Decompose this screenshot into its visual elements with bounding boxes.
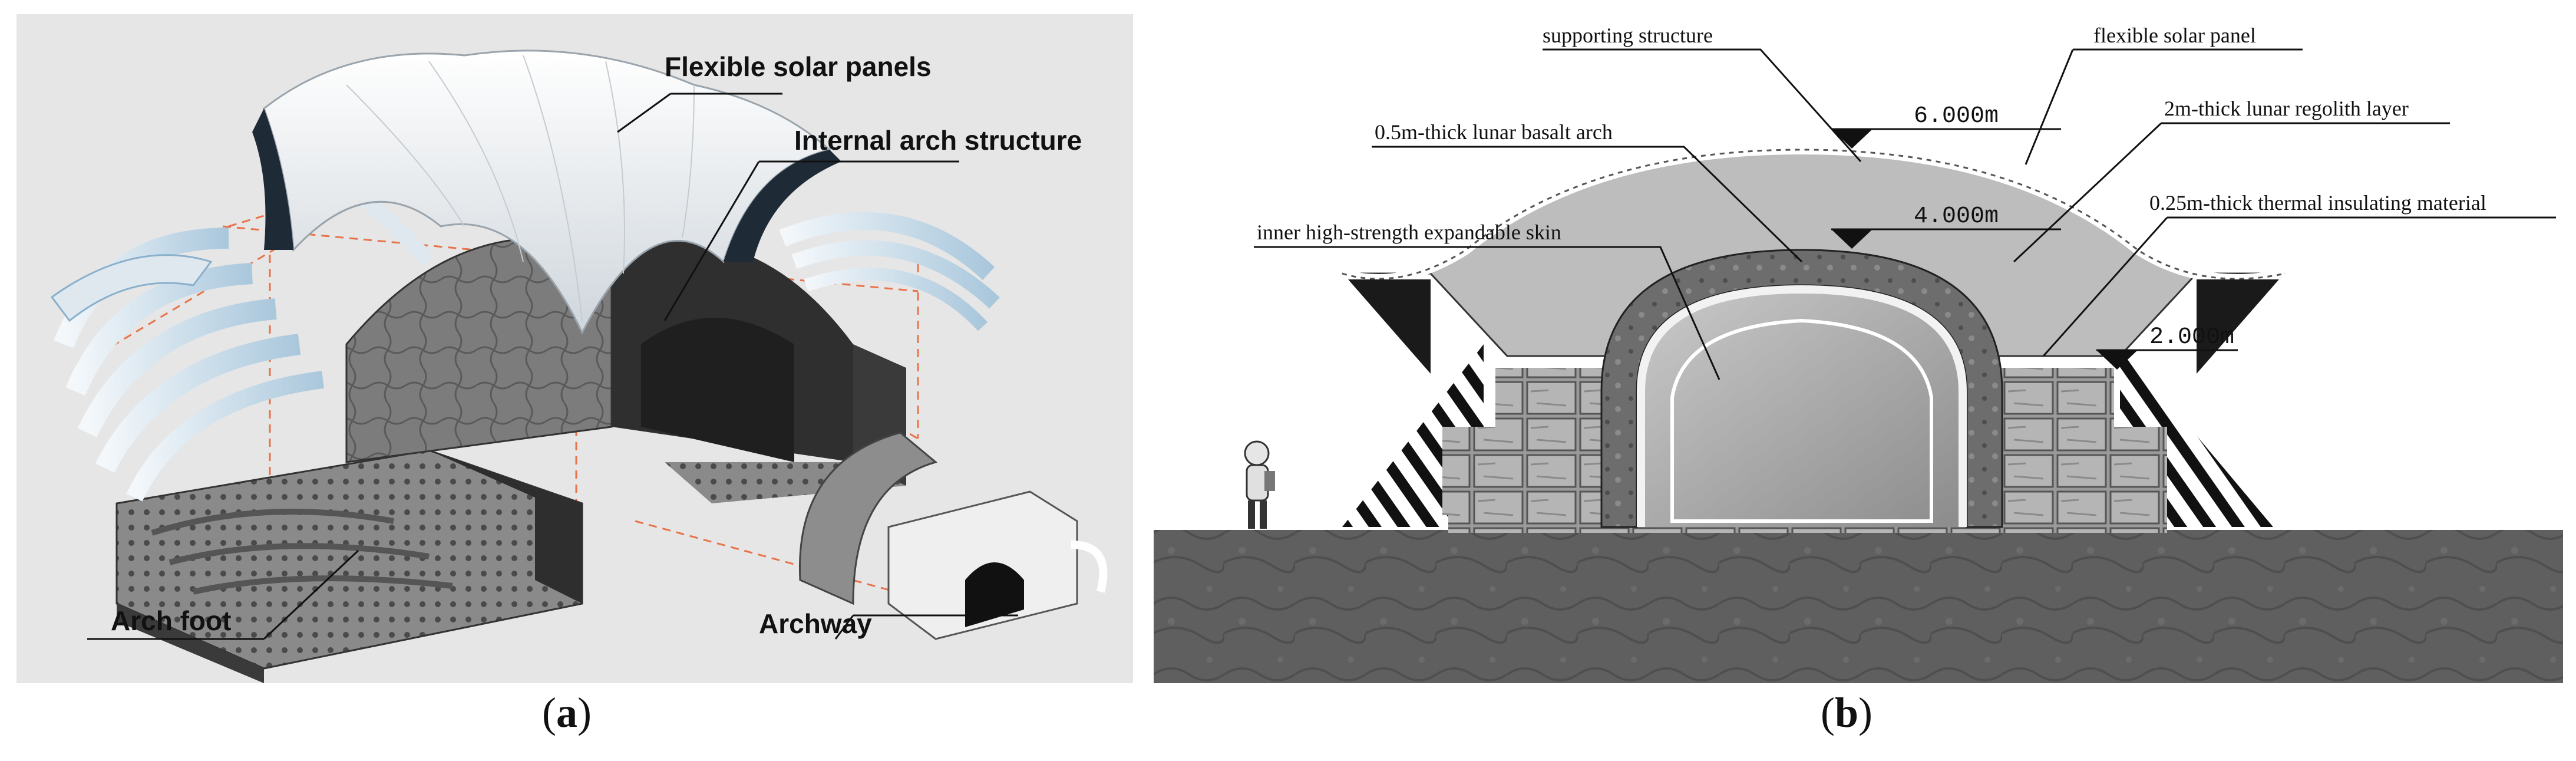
caption-a-letter: a: [556, 689, 577, 736]
caption-a: (a): [542, 689, 592, 736]
level-6m: 6.000m: [1914, 103, 1999, 130]
panel-a-leader-lines: [87, 93, 1018, 640]
caption-b: (b): [1821, 689, 1873, 736]
label-arch-foot: Arch foot: [111, 605, 231, 636]
internal-arch-vault: [345, 237, 906, 503]
level-4m: 4.000m: [1914, 203, 1999, 230]
panel-a-exploded-view: Flexible solar panels Internal arch stru…: [16, 14, 1133, 683]
arch-foot-base: [115, 449, 583, 683]
level-2m: 2.000m: [2149, 324, 2234, 351]
archway-module: [798, 431, 1108, 640]
expandable-skin: [1670, 318, 1933, 523]
label-supporting-structure: supporting structure: [1543, 24, 1713, 47]
label-insulating-material: 0.25m-thick thermal insulating material: [2149, 191, 2486, 215]
section-illustration: 6.000m 4.000m 2.000m supporting structur…: [1154, 24, 2563, 683]
right-solar-ribs: [779, 212, 1000, 331]
exploded-view-illustration: Flexible solar panels Internal arch stru…: [50, 50, 1108, 683]
label-basalt-arch: 0.5m-thick lunar basalt arch: [1375, 120, 1613, 144]
label-regolith-layer: 2m-thick lunar regolith layer: [2164, 97, 2409, 120]
caption-b-letter: b: [1834, 689, 1859, 736]
label-flexible-solar-panels: Flexible solar panels: [665, 51, 932, 82]
panel-b-leader-lines: [1254, 48, 2556, 380]
label-expandable-skin: inner high-strength expandable skin: [1257, 220, 1561, 244]
supporting-structure-line: [1342, 149, 2286, 280]
astronaut-figure: [1244, 440, 1275, 529]
flexible-solar-canopy: [252, 50, 841, 335]
left-eave: [1348, 279, 1431, 374]
level-markers: [1831, 128, 2238, 370]
label-internal-arch-structure: Internal arch structure: [794, 125, 1082, 156]
interior-space: [1645, 294, 1959, 527]
label-archway: Archway: [759, 608, 872, 639]
panel-b-section-view: 6.000m 4.000m 2.000m supporting structur…: [1154, 14, 2563, 683]
label-flexible-solar-panel: flexible solar panel: [2093, 24, 2256, 47]
lunar-ground: [1154, 530, 2563, 683]
